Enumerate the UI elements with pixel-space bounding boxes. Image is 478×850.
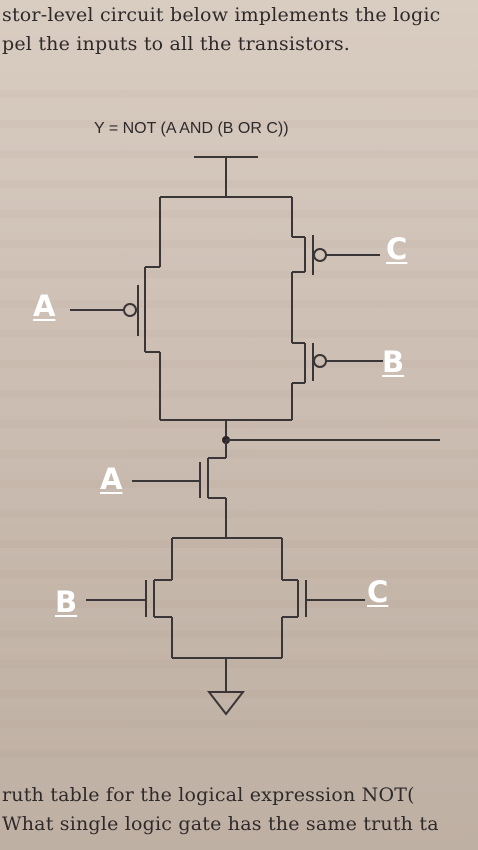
label-nmos-b: B — [55, 585, 78, 619]
nmos-transistor-b — [86, 538, 173, 658]
nmos-transistor-c — [281, 538, 365, 658]
show-through-texture — [0, 90, 478, 770]
label-pmos-c: C — [386, 232, 408, 266]
diagram-title: Y = NOT (A AND (B OR C)) — [94, 120, 289, 137]
book-text-top-line-2: pel the inputs to all the transistors. — [2, 33, 351, 55]
vdd-supply-symbol — [194, 156, 258, 197]
pmos-transistor-b — [291, 272, 383, 420]
book-text-bottom-line-2: What single logic gate has the same trut… — [2, 813, 439, 835]
label-nmos-c: C — [367, 575, 389, 609]
pmos-transistor-a — [70, 197, 161, 420]
ground-symbol — [206, 658, 246, 716]
label-pmos-b: B — [382, 345, 405, 379]
label-nmos-a: A — [100, 462, 123, 496]
book-text-top-line-1: stor-level circuit below implements the … — [2, 4, 441, 26]
pmos-transistor-c — [291, 197, 380, 275]
book-text-bottom-line-1: ruth table for the logical expression NO… — [2, 784, 415, 806]
nmos-transistor-a — [132, 440, 227, 538]
label-pmos-a: A — [33, 289, 56, 323]
